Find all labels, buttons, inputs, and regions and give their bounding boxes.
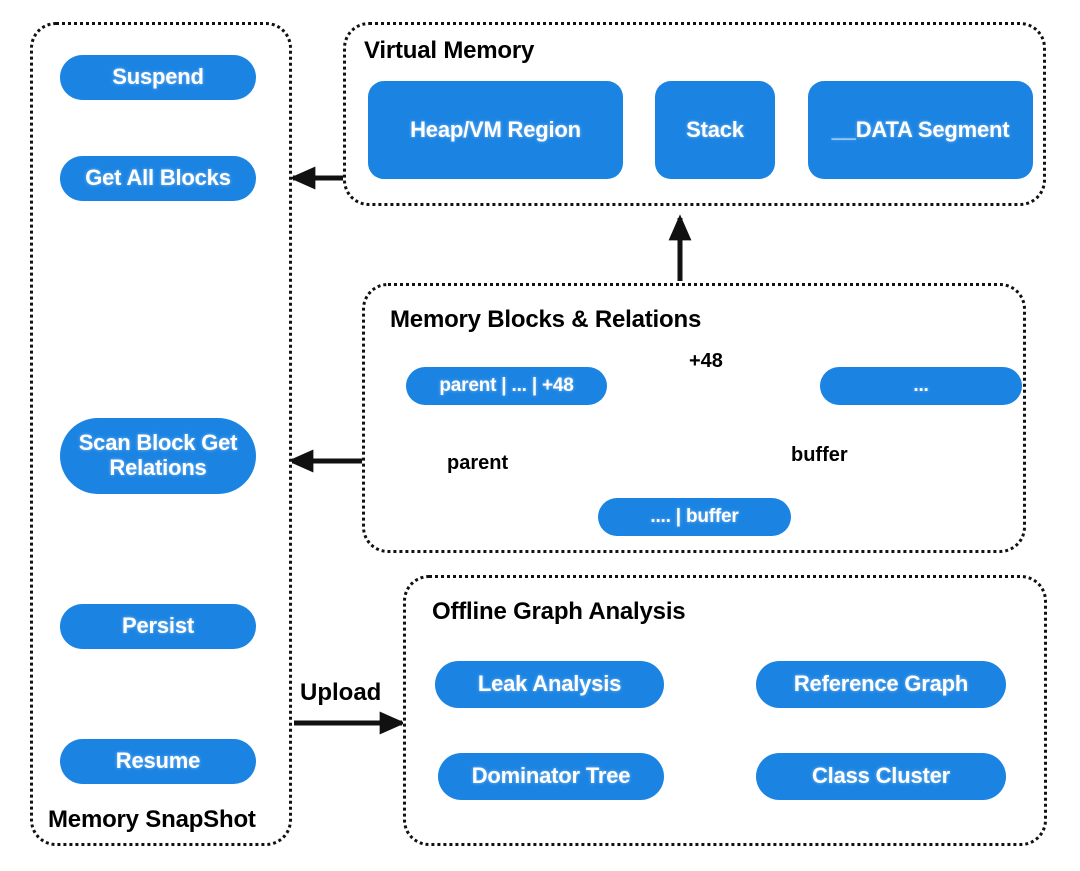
analysis-dominator-tree[interactable]: Dominator Tree <box>438 753 664 800</box>
upload-label: Upload <box>300 679 382 706</box>
block-node-buffer[interactable]: .... | buffer <box>598 498 791 536</box>
offline-graph-analysis-panel <box>403 575 1047 846</box>
block-node-target[interactable]: ... <box>820 367 1022 405</box>
offline-graph-analysis-panel-title: Offline Graph Analysis <box>432 598 686 625</box>
step-scan-block-get-relations[interactable]: Scan Block Get Relations <box>60 418 256 494</box>
analysis-reference-graph-label: Reference Graph <box>793 671 969 697</box>
memory-blocks-panel-title: Memory Blocks & Relations <box>390 306 702 333</box>
analysis-leak-analysis[interactable]: Leak Analysis <box>435 661 664 708</box>
analysis-class-cluster-label: Class Cluster <box>811 763 950 789</box>
memory-snapshot-panel-label: Memory SnapShot <box>48 806 256 833</box>
region-heap-vm-label: Heap/VM Region <box>410 116 581 142</box>
analysis-class-cluster[interactable]: Class Cluster <box>756 753 1006 800</box>
region-data-segment-label: __DATA Segment <box>831 116 1010 142</box>
step-persist-label: Persist <box>122 613 194 639</box>
step-get-all-blocks[interactable]: Get All Blocks <box>60 156 256 201</box>
block-node-parent[interactable]: parent | ... | +48 <box>406 367 607 405</box>
step-suspend-label: Suspend <box>112 64 204 90</box>
step-resume[interactable]: Resume <box>60 739 256 784</box>
step-get-all-blocks-label: Get All Blocks <box>85 165 231 191</box>
block-node-parent-label: parent | ... | +48 <box>439 375 574 397</box>
analysis-leak-analysis-label: Leak Analysis <box>477 671 622 697</box>
block-node-target-label: ... <box>913 375 929 397</box>
analysis-reference-graph[interactable]: Reference Graph <box>756 661 1006 708</box>
region-stack[interactable]: Stack <box>655 81 775 179</box>
edge-label-parent: parent <box>447 452 509 474</box>
step-scan-block-get-relations-label: Scan Block Get Relations <box>78 430 238 480</box>
edge-label-plus48: +48 <box>689 350 723 372</box>
region-stack-label: Stack <box>686 116 744 142</box>
step-resume-label: Resume <box>115 748 201 774</box>
edge-label-buffer: buffer <box>791 444 848 466</box>
step-suspend[interactable]: Suspend <box>60 55 256 100</box>
region-data-segment[interactable]: __DATA Segment <box>808 81 1033 179</box>
analysis-dominator-tree-label: Dominator Tree <box>471 763 631 789</box>
region-heap-vm[interactable]: Heap/VM Region <box>368 81 623 179</box>
step-persist[interactable]: Persist <box>60 604 256 649</box>
block-node-buffer-label: .... | buffer <box>650 506 739 528</box>
virtual-memory-panel-title: Virtual Memory <box>364 37 535 64</box>
